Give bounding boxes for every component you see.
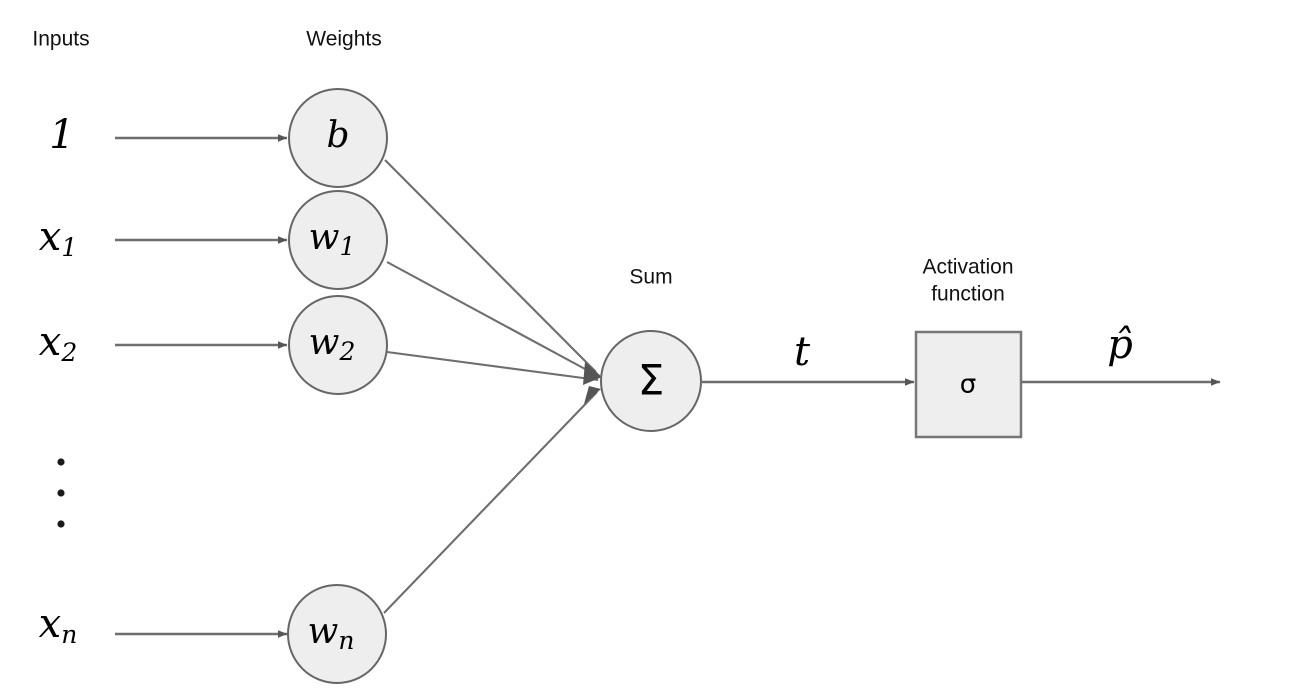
sum-circle[interactable]	[600, 330, 702, 432]
node-activation[interactable]: σ	[914, 330, 1023, 439]
ellipsis-dot	[57, 458, 65, 466]
weight-w2-circle[interactable]	[288, 295, 388, 395]
node-weight-w2[interactable]: w2	[288, 295, 388, 395]
activation-box[interactable]	[914, 330, 1023, 439]
input-label-xn-sub: n	[61, 620, 77, 649]
arrowhead-upper-cluster	[583, 362, 602, 385]
weight-b-label: b	[326, 115, 349, 156]
column-label-activation-line1: Activation	[922, 256, 1013, 279]
ellipsis-dot	[57, 520, 65, 528]
weight-w2-label: w2	[309, 322, 356, 366]
weight-b-circle[interactable]	[288, 88, 388, 188]
edge-label-p-hat: p̂	[1107, 322, 1133, 368]
edge-weight-wn-to-sum	[383, 391, 598, 614]
node-weight-wn[interactable]: wn	[287, 584, 387, 684]
sigma-activation-icon: σ	[960, 370, 976, 400]
ellipsis-dot	[57, 489, 65, 497]
input-label-x1-sub: 1	[61, 233, 77, 262]
node-sum[interactable]: Σ	[600, 330, 702, 432]
input-label-x2: x2	[39, 319, 77, 367]
column-label-activation-line2: function	[931, 283, 1005, 306]
input-label-x1: x1	[39, 214, 77, 262]
input-label-x2-base: x	[39, 319, 62, 365]
node-weight-w1[interactable]: w1	[288, 190, 388, 290]
weight-wn-circle[interactable]	[287, 584, 387, 684]
column-label-weights: Weights	[306, 28, 381, 51]
arrowhead-lower	[584, 386, 601, 404]
input-label-bias-base: 1	[49, 112, 74, 158]
node-weight-b[interactable]: b	[288, 88, 388, 188]
input-label-xn: xn	[39, 601, 78, 649]
weight-wn-label: wn	[308, 611, 355, 655]
input-label-xn-base: x	[39, 601, 62, 647]
edge-weight-w2-to-sum	[386, 350, 599, 382]
edge-weight-b-to-sum	[384, 159, 597, 373]
input-label-x2-sub: 2	[60, 338, 77, 367]
inputs-ellipsis	[57, 458, 65, 528]
sum-input-arrowheads	[583, 362, 602, 404]
sigma-sum-icon: Σ	[638, 356, 665, 405]
input-label-x1-base: x	[39, 214, 62, 260]
column-label-inputs: Inputs	[32, 28, 89, 51]
input-label-bias: 1	[49, 112, 74, 158]
edge-weight-w1-to-sum	[386, 261, 599, 377]
weight-w1-label: w1	[309, 217, 356, 261]
column-label-sum: Sum	[629, 266, 672, 289]
weight-w1-circle[interactable]	[288, 190, 388, 290]
edge-label-t: t	[794, 329, 811, 375]
